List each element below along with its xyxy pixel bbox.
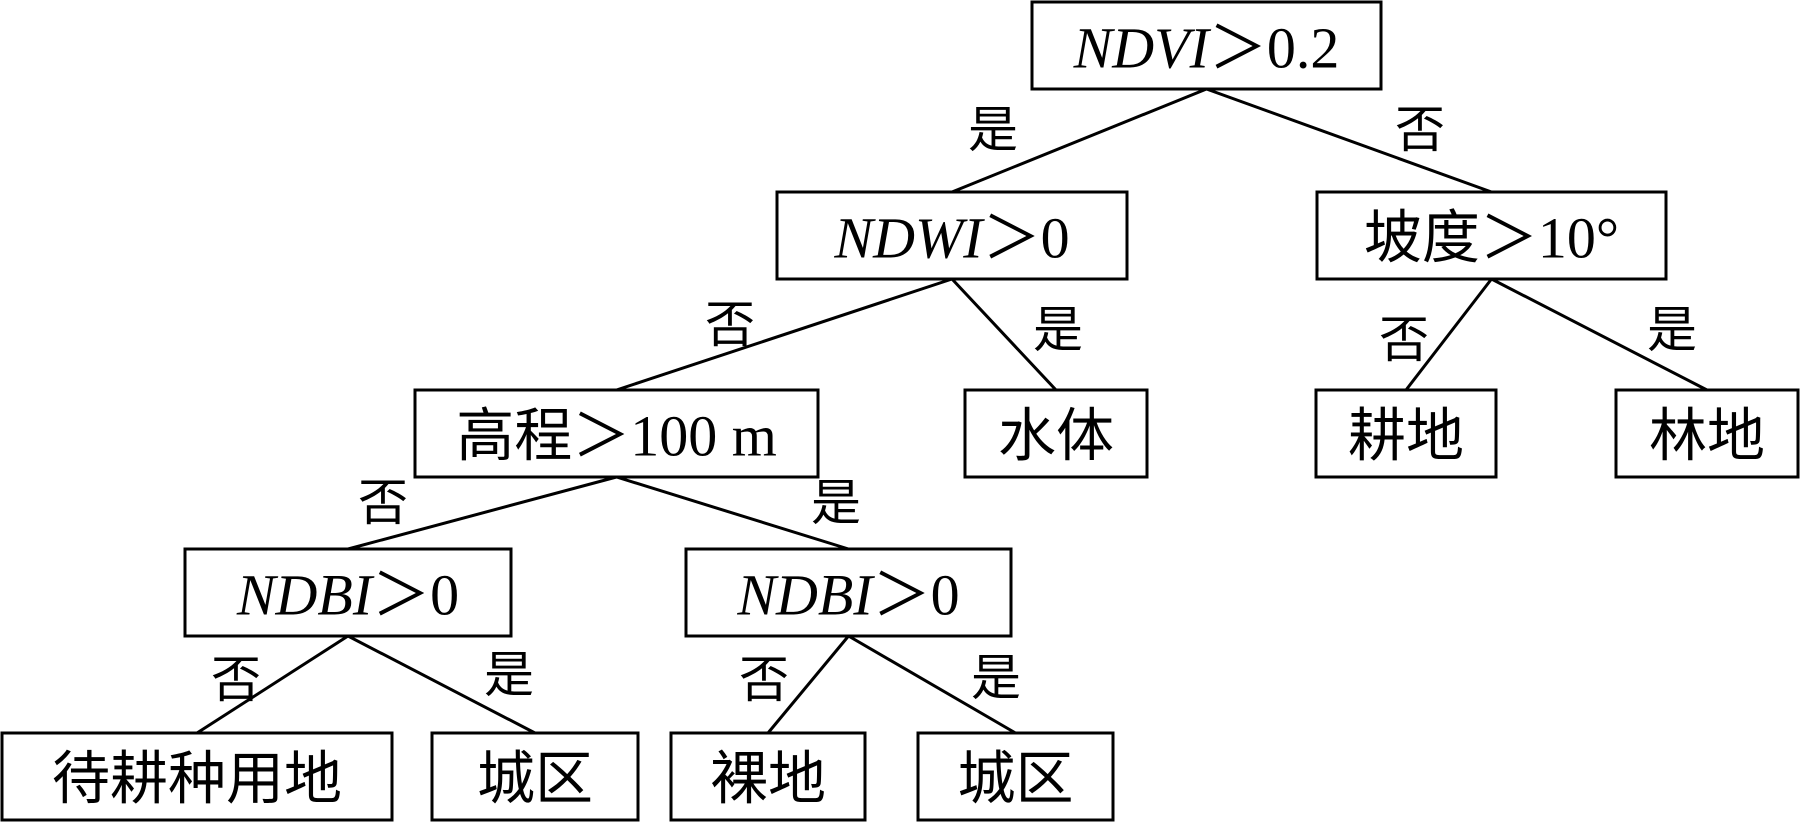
node-label: 城区: [477, 746, 593, 811]
edge-label-ndwi-to-water: 是: [1033, 302, 1083, 358]
node-box: [684, 547, 1013, 638]
node-elevation: 高程＞100 m: [413, 388, 820, 479]
node-label-text: 城区: [477, 746, 593, 811]
node-label: NDVI＞0.2: [1073, 15, 1340, 80]
edges: 是否否是否是否是否是否是: [196, 87, 1708, 735]
node-label-text: ＞0: [873, 562, 960, 627]
edge-ndvi-to-slope: [1205, 87, 1493, 194]
node-box: [430, 731, 640, 822]
node-label: 坡度＞10°: [1364, 205, 1619, 270]
node-label-text: ＞0: [372, 562, 459, 627]
node-slope: 坡度＞10°: [1315, 190, 1668, 281]
edge-ndbi_left-to-fallow: [196, 634, 349, 735]
edge-label-slope-to-forest: 是: [1647, 302, 1697, 358]
node-ndbi-right: NDBI＞0: [684, 547, 1013, 638]
edge-elevation-to-ndbi_left: [347, 475, 617, 551]
edge-label-ndvi-to-ndwi: 是: [968, 102, 1018, 158]
node-label-text: 水体: [998, 403, 1114, 468]
node-farmland: 耕地: [1314, 388, 1498, 479]
edge-elevation-to-ndbi_right: [616, 475, 849, 551]
node-label: 待耕种用地: [52, 746, 342, 811]
edge-label-ndwi-to-elevation: 否: [705, 297, 755, 353]
edge-label-ndbi_left-to-urban_left: 是: [484, 647, 534, 703]
node-label: 水体: [998, 403, 1114, 468]
node-label-text: 待耕种用地: [52, 746, 342, 811]
node-label-text: 城区: [957, 746, 1073, 811]
node-label-variable: NDVI: [1073, 15, 1212, 80]
node-ndbi-left: NDBI＞0: [183, 547, 513, 638]
edge-ndbi_left-to-urban_left: [347, 634, 536, 735]
node-label: NDBI＞0: [736, 562, 959, 627]
edge-label-elevation-to-ndbi_left: 否: [358, 475, 408, 531]
node-fallow: 待耕种用地: [0, 731, 394, 822]
node-box: [1030, 0, 1383, 91]
node-label-text: 裸地: [710, 746, 826, 811]
node-label: NDBI＞0: [236, 562, 459, 627]
edge-label-ndbi_right-to-urban_right: 是: [971, 650, 1021, 706]
node-box: [1614, 388, 1800, 479]
edge-slope-to-farmland: [1404, 278, 1493, 391]
edge-ndwi-to-elevation: [616, 277, 953, 392]
edge-label-elevation-to-ndbi_right: 是: [811, 475, 861, 531]
node-forest: 林地: [1614, 388, 1800, 479]
edge-ndwi-to-water: [950, 277, 1058, 392]
node-water: 水体: [963, 388, 1149, 479]
edge-label-ndbi_left-to-fallow: 否: [211, 652, 261, 708]
node-label-text: ＞0.2: [1209, 15, 1340, 80]
node-box: [963, 388, 1149, 479]
node-label: 林地: [1649, 403, 1765, 468]
node-box: [775, 190, 1129, 281]
edge-ndbi_right-to-bare: [766, 635, 850, 734]
node-box: [413, 388, 820, 479]
node-label-text: 坡度＞10°: [1364, 205, 1619, 270]
node-box: [1315, 190, 1668, 281]
node-ndwi: NDWI＞0: [775, 190, 1129, 281]
node-box: [1314, 388, 1498, 479]
node-label-text: 林地: [1649, 403, 1765, 468]
edge-label-ndbi_right-to-bare: 否: [739, 652, 789, 708]
node-label-text: 耕地: [1348, 403, 1464, 468]
node-label: 裸地: [710, 746, 826, 811]
node-label-text: 高程＞100 m: [456, 403, 777, 468]
node-label: 城区: [957, 746, 1073, 811]
node-box: [669, 731, 867, 822]
node-label: 高程＞100 m: [456, 403, 777, 468]
node-box: [0, 731, 394, 822]
node-label-text: ＞0: [983, 205, 1070, 270]
node-label-variable: NDBI: [736, 562, 875, 627]
node-label: 耕地: [1348, 403, 1464, 468]
node-box: [183, 547, 513, 638]
node-label-variable: NDWI: [833, 205, 985, 270]
node-label-variable: NDBI: [236, 562, 375, 627]
node-urban-right: 城区: [916, 731, 1115, 822]
edge-label-ndvi-to-slope: 否: [1395, 102, 1445, 158]
node-urban-left: 城区: [430, 731, 640, 822]
node-ndvi: NDVI＞0.2: [1030, 0, 1383, 91]
node-box: [916, 731, 1115, 822]
node-bare: 裸地: [669, 731, 867, 822]
edge-label-slope-to-farmland: 否: [1379, 312, 1429, 368]
node-label: NDWI＞0: [833, 205, 1069, 270]
edge-ndvi-to-ndwi: [951, 87, 1208, 194]
edge-ndbi_right-to-urban_right: [847, 634, 1017, 735]
edge-slope-to-forest: [1490, 277, 1708, 392]
